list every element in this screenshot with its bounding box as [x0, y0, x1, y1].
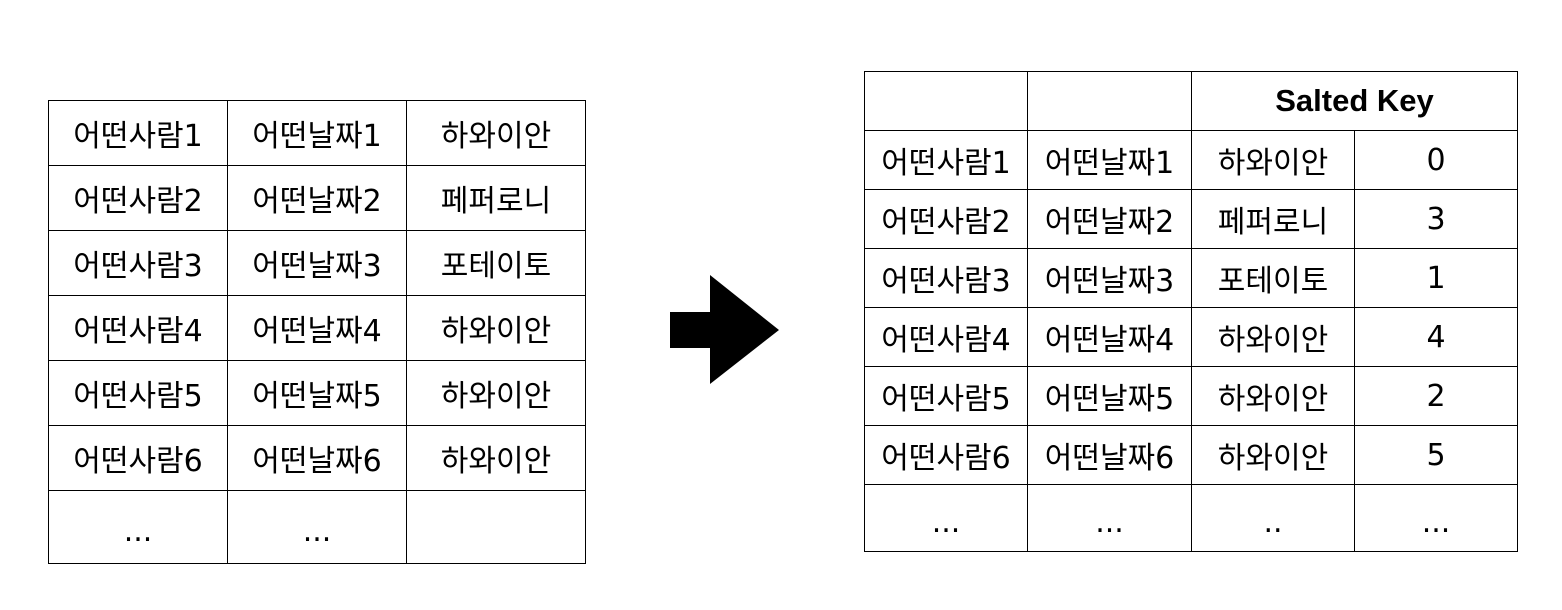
table-row: 어떤사람2 어떤날짜2 페퍼로니	[48, 165, 586, 231]
table-cell: 어떤날짜5	[1027, 366, 1192, 426]
table-row: 어떤사람6 어떤날짜6 하와이안	[48, 425, 586, 491]
table-cell: 하와이안	[406, 100, 586, 166]
salted-key-cell: 1	[1354, 248, 1518, 308]
table-cell: 페퍼로니	[406, 165, 586, 231]
table-row: 어떤사람4 어떤날짜4 하와이안	[48, 295, 586, 361]
salted-key-cell: 3	[1354, 189, 1518, 249]
table-cell: 어떤사람6	[864, 425, 1028, 485]
table-cell: 어떤사람2	[48, 165, 228, 231]
table-cell: 어떤사람5	[48, 360, 228, 426]
table-cell: 어떤사람2	[864, 189, 1028, 249]
header-cell-empty	[864, 71, 1028, 131]
table-cell: 어떤날짜1	[1027, 130, 1192, 190]
table-cell: 어떤사람1	[864, 130, 1028, 190]
table-cell: 어떤사람3	[864, 248, 1028, 308]
table-cell: 어떤날짜5	[227, 360, 407, 426]
table-cell: 하와이안	[1191, 130, 1355, 190]
table-cell: 포테이토	[1191, 248, 1355, 308]
table-row: 어떤사람3 어떤날짜3 포테이토 1	[864, 248, 1518, 308]
table-cell: 어떤날짜2	[227, 165, 407, 231]
table-row: 어떤사람6 어떤날짜6 하와이안 5	[864, 425, 1518, 485]
right-arrow-icon	[670, 275, 779, 384]
salted-key-cell: 4	[1354, 307, 1518, 367]
table-cell: 어떤사람4	[864, 307, 1028, 367]
table-cell: 어떤사람5	[864, 366, 1028, 426]
table-cell: 하와이안	[1191, 307, 1355, 367]
table-cell: 어떤날짜4	[1027, 307, 1192, 367]
ellipsis-cell: ...	[864, 484, 1028, 552]
ellipsis-cell: ...	[227, 490, 407, 564]
salted-key-cell: 2	[1354, 366, 1518, 426]
empty-cell	[406, 490, 586, 564]
table-cell: 하와이안	[406, 295, 586, 361]
ellipsis-cell: ...	[1354, 484, 1518, 552]
header-row: Salted Key	[864, 71, 1518, 131]
table-cell: 하와이안	[406, 360, 586, 426]
table-cell: 어떤날짜6	[227, 425, 407, 491]
table-cell: 어떤날짜3	[1027, 248, 1192, 308]
header-cell-empty	[1027, 71, 1192, 131]
salted-table: Salted Key 어떤사람1 어떤날짜1 하와이안 0 어떤사람2 어떤날짜…	[864, 71, 1518, 552]
table-cell: 어떤날짜1	[227, 100, 407, 166]
right-arrow-shape	[670, 275, 779, 384]
table-row: 어떤사람5 어떤날짜5 하와이안 2	[864, 366, 1518, 426]
table-cell: 어떤날짜3	[227, 230, 407, 296]
table-cell: 어떤사람6	[48, 425, 228, 491]
table-row-ellipsis: ... ... .. ...	[864, 484, 1518, 552]
salted-key-header: Salted Key	[1191, 71, 1518, 131]
table-cell: 어떤날짜2	[1027, 189, 1192, 249]
ellipsis-cell: ...	[48, 490, 228, 564]
table-cell: 어떤날짜6	[1027, 425, 1192, 485]
original-table: 어떤사람1 어떤날짜1 하와이안 어떤사람2 어떤날짜2 페퍼로니 어떤사람3 …	[48, 100, 586, 564]
table-cell: 하와이안	[1191, 425, 1355, 485]
table-cell: 어떤사람4	[48, 295, 228, 361]
table-cell: 어떤사람1	[48, 100, 228, 166]
table-row: 어떤사람1 어떤날짜1 하와이안	[48, 100, 586, 166]
table-row: 어떤사람4 어떤날짜4 하와이안 4	[864, 307, 1518, 367]
table-row: 어떤사람5 어떤날짜5 하와이안	[48, 360, 586, 426]
table-row: 어떤사람1 어떤날짜1 하와이안 0	[864, 130, 1518, 190]
table-row: 어떤사람2 어떤날짜2 페퍼로니 3	[864, 189, 1518, 249]
table-row: 어떤사람3 어떤날짜3 포테이토	[48, 230, 586, 296]
ellipsis-cell: ..	[1191, 484, 1355, 552]
salted-key-cell: 5	[1354, 425, 1518, 485]
salted-key-cell: 0	[1354, 130, 1518, 190]
table-cell: 페퍼로니	[1191, 189, 1355, 249]
table-cell: 하와이안	[406, 425, 586, 491]
table-cell: 하와이안	[1191, 366, 1355, 426]
table-row-ellipsis: ... ...	[48, 490, 586, 564]
table-cell: 포테이토	[406, 230, 586, 296]
ellipsis-cell: ...	[1027, 484, 1192, 552]
table-cell: 어떤사람3	[48, 230, 228, 296]
table-cell: 어떤날짜4	[227, 295, 407, 361]
